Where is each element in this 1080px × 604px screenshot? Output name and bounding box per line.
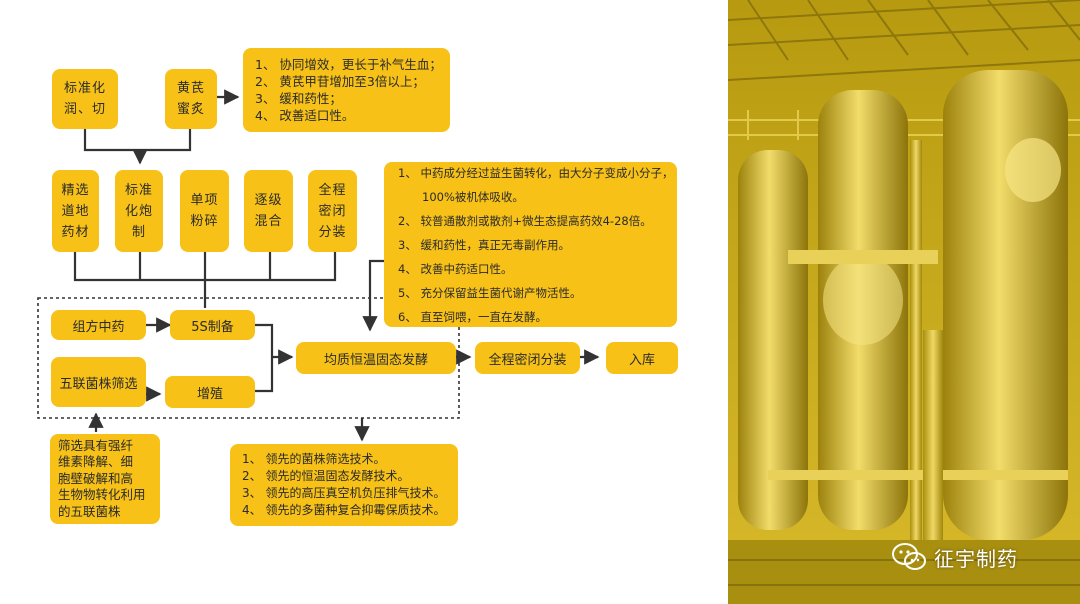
ferment-benefit-item: 5、 充分保留益生菌代谢产物活性。 xyxy=(398,285,582,300)
box-5s-prep: 5S制备 xyxy=(170,310,255,340)
arrow-from-ferment-benefits xyxy=(362,259,384,332)
box-strain-select: 五联菌株筛选 xyxy=(51,357,146,407)
box-standardize-cut: 标准化 润、切 xyxy=(52,69,118,129)
benefit-item: 2、 黄芪甲苷增加至3倍以上； xyxy=(255,74,425,89)
benefit-item: 3、 缓和药性； xyxy=(255,91,342,106)
tech-item: 1、 领先的菌株筛选技术。 xyxy=(242,452,386,466)
watermark: 征宇制药 xyxy=(892,540,1018,574)
step-gradual-mix: 逐级 混合 xyxy=(244,170,293,252)
step-standardize-process: 标准 化炮 制 xyxy=(115,170,163,252)
box-huangqi-honey: 黄芪 蜜炙 xyxy=(165,69,217,129)
box-storage: 入库 xyxy=(606,342,678,374)
benefit-item: 1、 协同增效，更长于补气生血； xyxy=(255,57,442,72)
ferment-benefit-item: 100%被机体吸收。 xyxy=(422,189,524,204)
dashed-process-group xyxy=(37,297,460,419)
factory-photo xyxy=(728,0,1080,604)
step-single-grind: 单项 粉碎 xyxy=(180,170,229,252)
tech-item: 3、 领先的高压真空机负压排气技术。 xyxy=(242,486,446,500)
box-formula-herbs: 组方中药 xyxy=(51,310,146,340)
tech-item: 2、 领先的恒温固态发酵技术。 xyxy=(242,469,410,483)
factory-illustration xyxy=(728,0,1080,604)
ferment-benefit-item: 2、 较普通散剂或散剂+微生态提高药效4-28倍。 xyxy=(398,213,652,228)
box-fermentation: 均质恒温固态发酵 xyxy=(296,342,456,374)
box-huangqi-benefits: 1、 协同增效，更长于补气生血； 2、 黄芪甲苷增加至3倍以上； 3、 缓和药性… xyxy=(243,48,450,132)
ferment-benefit-item: 6、 直至饲喂，一直在发酵。 xyxy=(398,309,547,324)
box-tech-leads: 1、 领先的菌株筛选技术。 2、 领先的恒温固态发酵技术。 3、 领先的高压真空… xyxy=(230,444,458,526)
watermark-text: 征宇制药 xyxy=(934,546,1018,571)
box-strain-description: 筛选具有强纤 维素降解、细 胞壁破解和高 生物物转化利用 的五联菌株 xyxy=(50,434,160,524)
step-sealed-pack: 全程 密闭 分装 xyxy=(308,170,357,252)
ferment-benefit-item: 4、 改善中药适口性。 xyxy=(398,261,513,276)
box-sealed-packing: 全程密闭分装 xyxy=(475,342,580,374)
box-fermentation-benefits: 1、 中药成分经过益生菌转化，由大分子变成小分子， 100%被机体吸收。 2、 … xyxy=(384,162,677,327)
wechat-icon xyxy=(892,543,926,570)
benefit-item: 4、 改善适口性。 xyxy=(255,108,355,123)
ferment-benefit-item: 1、 中药成分经过益生菌转化，由大分子变成小分子， xyxy=(398,165,674,180)
step-select-herbs: 精选 道地 药材 xyxy=(52,170,99,252)
ferment-benefit-item: 3、 缓和药性，真正无毒副作用。 xyxy=(398,237,570,252)
box-proliferation: 增殖 xyxy=(165,376,255,408)
tech-item: 4、 领先的多菌种复合抑霉保质技术。 xyxy=(242,503,446,517)
